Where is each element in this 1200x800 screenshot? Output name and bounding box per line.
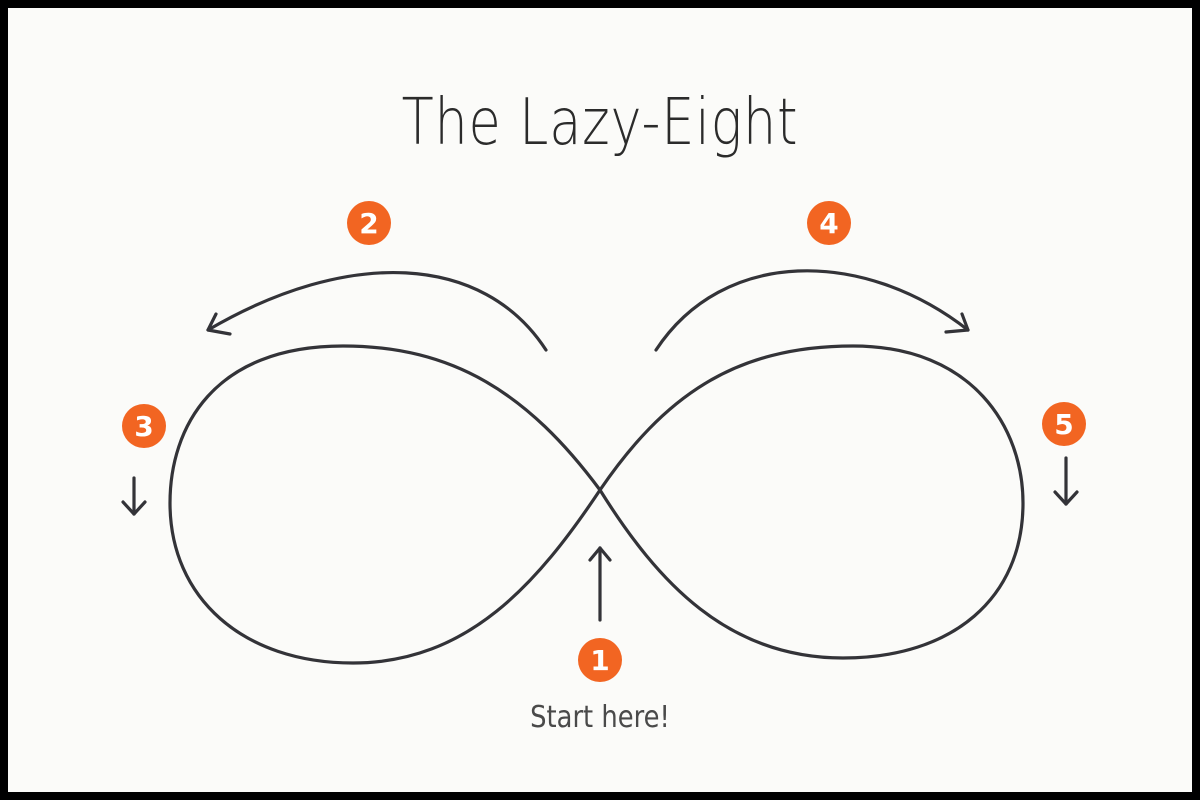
step-badge-3: 3 bbox=[122, 404, 166, 448]
arrow-step-4-head bbox=[944, 312, 970, 334]
step-badge-2-label: 2 bbox=[359, 207, 378, 240]
step-badge-2: 2 bbox=[347, 201, 391, 245]
diagram-title: The Lazy-Eight bbox=[401, 86, 799, 160]
arrow-step-2 bbox=[206, 270, 548, 352]
step-badge-1-label: 1 bbox=[590, 644, 609, 677]
arrow-step-4 bbox=[654, 269, 970, 352]
arrow-step-3-head bbox=[121, 500, 147, 516]
step-badge-5: 5 bbox=[1042, 402, 1086, 446]
lazy-eight-diagram: 1 2 3 4 5 bbox=[121, 201, 1086, 682]
step-badge-4-label: 4 bbox=[819, 207, 838, 240]
arrow-step-5-head bbox=[1053, 490, 1079, 506]
step-badge-1: 1 bbox=[578, 638, 622, 682]
arrow-step-2-head bbox=[206, 312, 232, 336]
step-badge-3-label: 3 bbox=[134, 410, 153, 443]
step-badge-5-label: 5 bbox=[1054, 408, 1073, 441]
arrow-step-1-head bbox=[588, 546, 612, 562]
step-badge-4: 4 bbox=[807, 201, 851, 245]
start-caption: Start here! bbox=[530, 700, 670, 735]
infinity-curve bbox=[168, 344, 1025, 665]
